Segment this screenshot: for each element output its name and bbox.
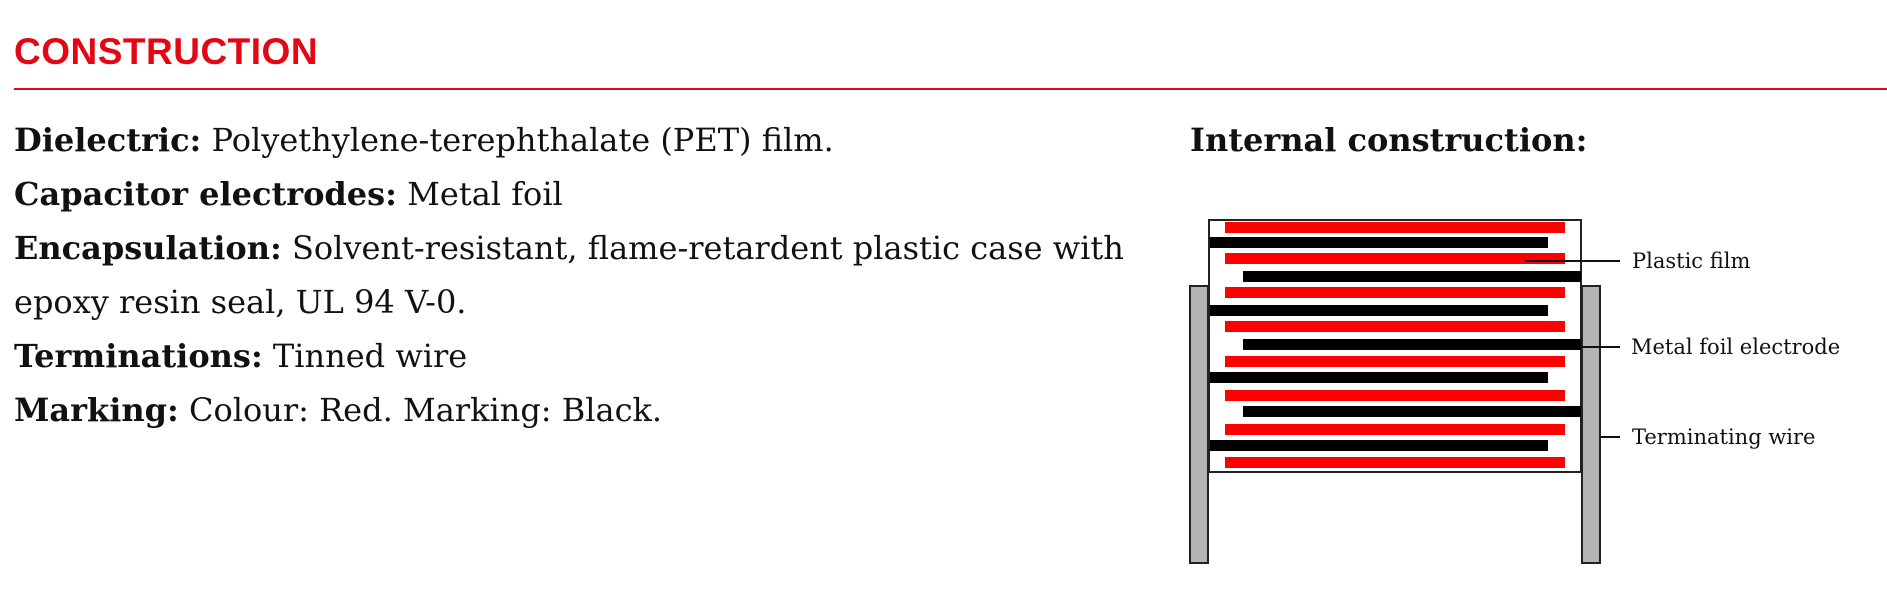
metal-foil-electrode-right: [1243, 406, 1581, 417]
spec-list: Dielectric: Polyethylene-terephthalate (…: [14, 113, 1124, 437]
spec-value: Tinned wire: [272, 337, 468, 375]
metal-foil-electrode-left: [1210, 305, 1548, 316]
spec-value: Solvent-resistant, flame-retardent plast…: [291, 229, 1124, 267]
metal-foil-electrode-right: [1243, 271, 1581, 282]
spec-capacitor-electrodes: Capacitor electrodes: Metal foil: [14, 167, 1124, 221]
metal-foil-electrode-left: [1210, 440, 1548, 451]
callout-plastic-film: Plastic film: [1632, 249, 1750, 273]
spec-label: Marking:: [14, 391, 179, 429]
spec-terminations: Terminations: Tinned wire: [14, 329, 1124, 383]
spec-value: Polyethylene-terephthalate (PET) film.: [211, 121, 834, 159]
plastic-film-layer: [1225, 457, 1565, 468]
spec-marking: Marking: Colour: Red. Marking: Black.: [14, 383, 1124, 437]
spec-value: Colour: Red. Marking: Black.: [188, 391, 663, 429]
spec-encapsulation-continued: epoxy resin seal, UL 94 V-0.: [14, 275, 1124, 329]
plastic-film-layer: [1225, 321, 1565, 332]
metal-foil-electrode-right: [1243, 339, 1581, 350]
layer-stack: [1210, 222, 1581, 468]
plastic-film-layer: [1225, 390, 1565, 401]
plastic-film-layer: [1225, 253, 1565, 264]
capacitor-construction-diagram: Plastic film Metal foil electrode Termin…: [1189, 219, 1840, 564]
spec-value: epoxy resin seal, UL 94 V-0.: [14, 283, 467, 321]
spec-label: Terminations:: [14, 337, 263, 375]
callout-terminating-wire: Terminating wire: [1632, 425, 1815, 449]
section-title: CONSTRUCTION: [14, 31, 319, 72]
spec-label: Capacitor electrodes:: [14, 175, 397, 213]
spec-value: Metal foil: [407, 175, 563, 213]
spec-encapsulation: Encapsulation: Solvent-resistant, flame-…: [14, 221, 1124, 275]
metal-foil-electrode-left: [1210, 372, 1548, 383]
spec-label: Encapsulation:: [14, 229, 282, 267]
plastic-film-layer: [1225, 287, 1565, 298]
terminating-wire-left: [1189, 285, 1209, 564]
spec-dielectric: Dielectric: Polyethylene-terephthalate (…: [14, 113, 1124, 167]
plastic-film-layer: [1225, 424, 1565, 435]
callout-metal-foil-electrode: Metal foil electrode: [1631, 335, 1840, 359]
figure-title: Internal construction:: [1190, 121, 1588, 159]
terminating-wire-right: [1581, 285, 1601, 564]
metal-foil-electrode-left: [1210, 237, 1548, 248]
plastic-film-layer: [1225, 356, 1565, 367]
spec-label: Dielectric:: [14, 121, 202, 159]
section-divider: [14, 88, 1887, 90]
plastic-film-layer: [1225, 222, 1565, 233]
